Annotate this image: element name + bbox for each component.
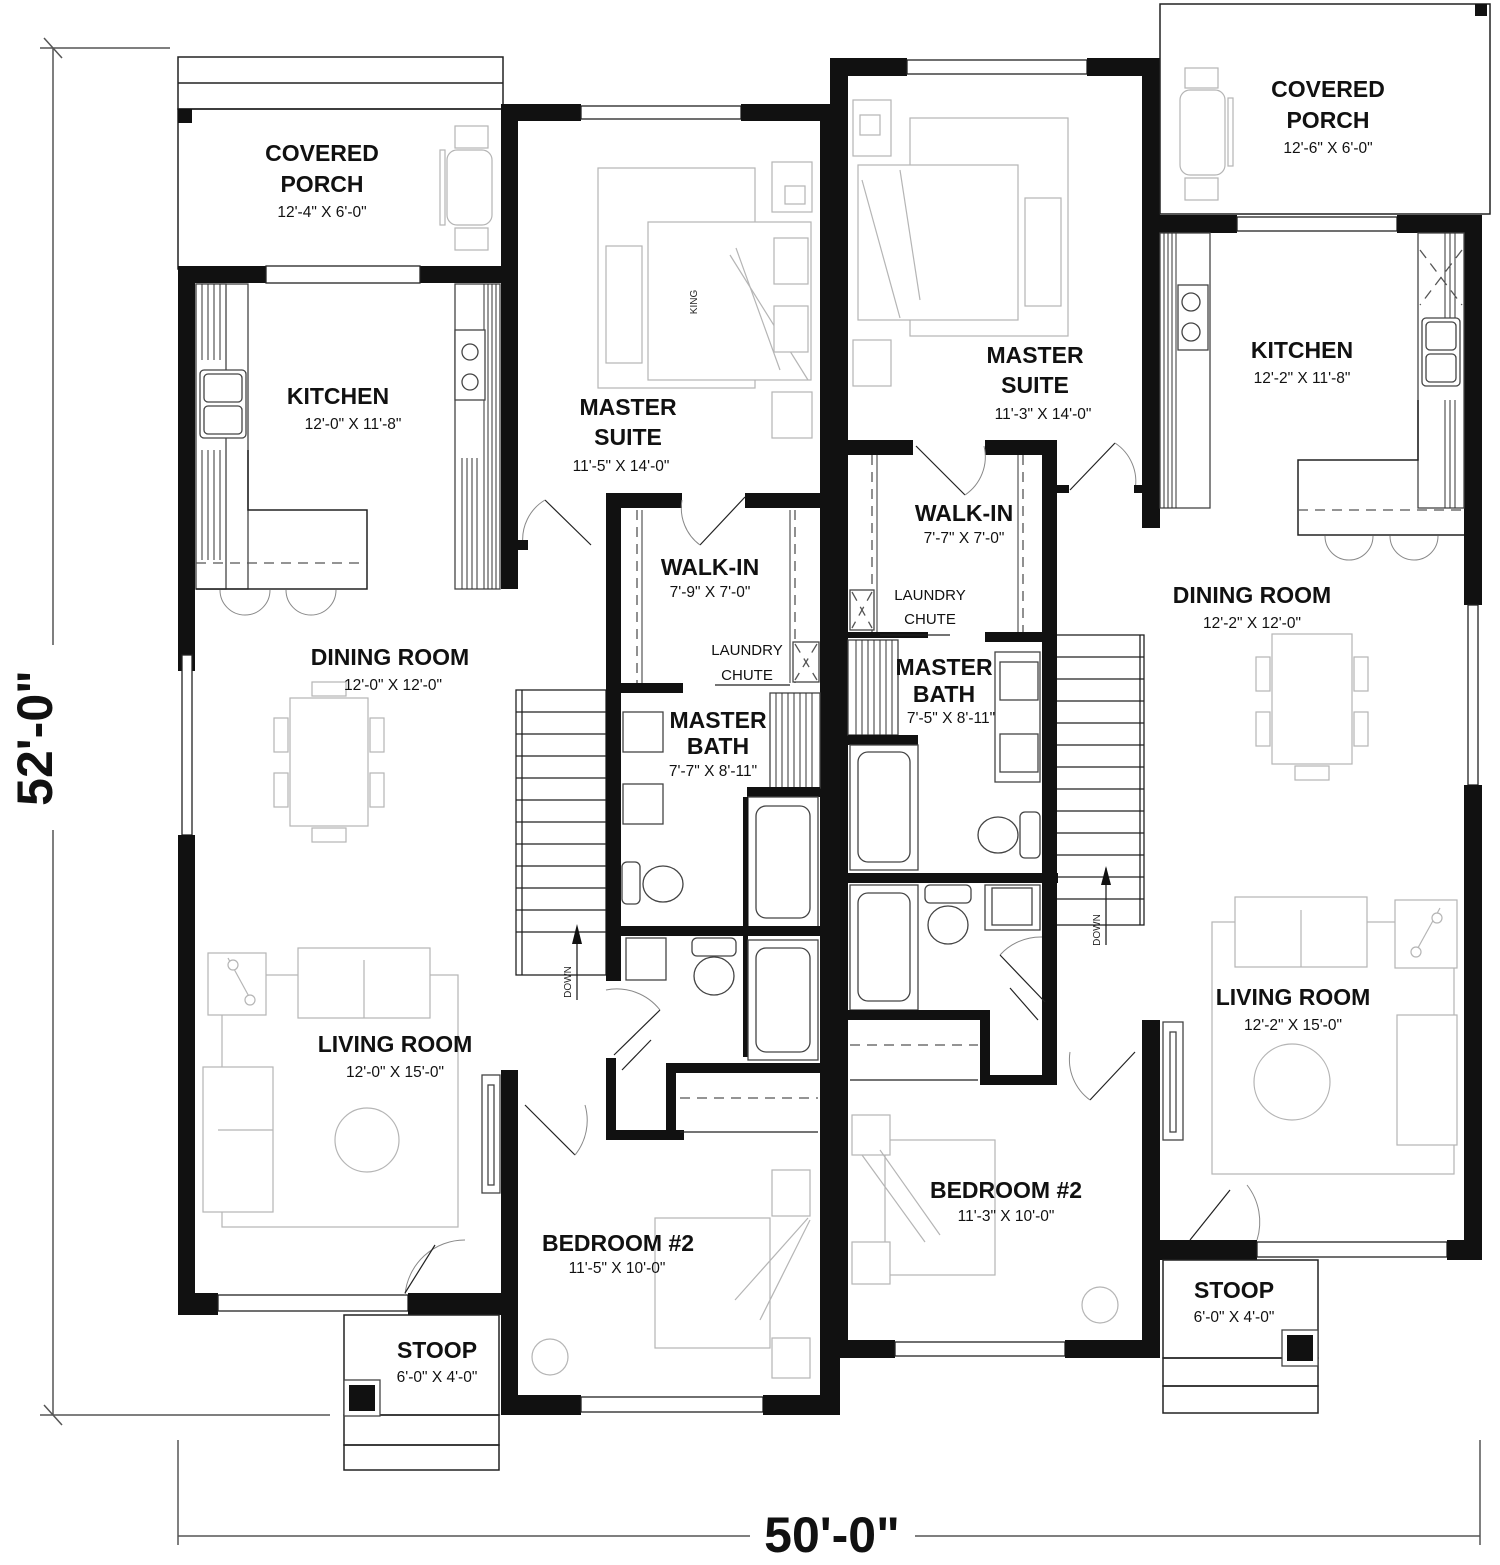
right-covered-porch-dims: 12'-6" X 6'-0"	[1283, 140, 1372, 157]
left-kitchen-name: KITCHEN	[287, 383, 389, 409]
right-stoop-dims: 6'-0" X 4'-0"	[1194, 1309, 1275, 1326]
left-covered-porch-dims: 12'-4" X 6'-0"	[277, 204, 366, 221]
left-kitchen-dims: 12'-0" X 11'-8"	[305, 416, 402, 433]
right-covered-porch-name-2: PORCH	[1286, 107, 1369, 133]
left-walk-in-dims: 7'-9" X 7'-0"	[670, 584, 751, 601]
left-laundry-chute-1: LAUNDRY	[711, 642, 782, 659]
left-dining-dims: 12'-0" X 12'-0"	[344, 677, 442, 694]
left-stairs	[515, 689, 607, 1000]
right-stair-down-label: DOWN	[1092, 914, 1103, 946]
right-walk-in-dims: 7'-7" X 7'-0"	[924, 530, 1005, 547]
overall-depth-label: 52'-0"	[7, 670, 63, 806]
left-covered-porch-name-1: COVERED	[265, 140, 379, 166]
right-master-suite-name-1: MASTER	[986, 342, 1084, 368]
left-unit-labels: COVERED PORCH 12'-4" X 6'-0" KITCHEN 12'…	[265, 140, 783, 1386]
left-master-suite-name-2: SUITE	[594, 424, 662, 450]
right-master-suite-dims: 11'-3" X 14'-0"	[995, 406, 1092, 423]
left-bed-king-label: KING	[689, 290, 700, 315]
left-dining-name: DINING ROOM	[311, 644, 469, 670]
right-stairs	[1051, 634, 1145, 945]
right-bedroom-2-name: BEDROOM #2	[930, 1177, 1082, 1203]
left-master-bath-name-1: MASTER	[669, 707, 767, 733]
left-master-bath-dims: 7'-7" X 8'-11"	[669, 763, 757, 780]
left-unit: DOWN	[177, 56, 841, 1471]
right-kitchen-name: KITCHEN	[1251, 337, 1353, 363]
right-dining-name: DINING ROOM	[1173, 582, 1331, 608]
right-unit-labels: COVERED PORCH 12'-6" X 6'-0" KITCHEN 12'…	[894, 76, 1385, 1326]
right-unit: DOWN	[830, 3, 1491, 1414]
overall-width-label: 50'-0"	[764, 1507, 900, 1563]
left-stoop-name: STOOP	[397, 1337, 477, 1363]
right-master-bath-dims: 7'-5" X 8'-11"	[907, 710, 995, 727]
left-stoop-dims: 6'-0" X 4'-0"	[397, 1369, 478, 1386]
left-laundry-chute-2: CHUTE	[721, 667, 773, 684]
left-living-dims: 12'-0" X 15'-0"	[346, 1064, 444, 1081]
left-covered-porch-name-2: PORCH	[280, 171, 363, 197]
right-master-bath-name-1: MASTER	[895, 654, 993, 680]
left-bedroom-2-dims: 11'-5" X 10'-0"	[569, 1260, 666, 1277]
left-living-name: LIVING ROOM	[318, 1031, 473, 1057]
right-kitchen-dims: 12'-2" X 11'-8"	[1254, 370, 1351, 387]
right-bedroom-2-dims: 11'-3" X 10'-0"	[958, 1208, 1055, 1225]
right-dining-dims: 12'-2" X 12'-0"	[1203, 615, 1301, 632]
right-covered-porch	[1159, 3, 1491, 215]
dimension-lines	[40, 37, 1481, 1545]
right-laundry-chute-2: CHUTE	[904, 611, 956, 628]
left-stair-down-label: DOWN	[563, 966, 574, 998]
right-master-bath-name-2: BATH	[913, 681, 975, 707]
right-walk-in-name: WALK-IN	[915, 500, 1013, 526]
left-walk-in-name: WALK-IN	[661, 554, 759, 580]
right-stoop-name: STOOP	[1194, 1277, 1274, 1303]
right-master-suite-name-2: SUITE	[1001, 372, 1069, 398]
right-laundry-chute-1: LAUNDRY	[894, 587, 965, 604]
right-living-name: LIVING ROOM	[1216, 984, 1371, 1010]
right-covered-porch-name-1: COVERED	[1271, 76, 1385, 102]
left-master-bath-name-2: BATH	[687, 733, 749, 759]
left-master-suite-name-1: MASTER	[579, 394, 677, 420]
right-living-dims: 12'-2" X 15'-0"	[1244, 1017, 1342, 1034]
left-bedroom-2-name: BEDROOM #2	[542, 1230, 694, 1256]
left-master-suite-dims: 11'-5" X 14'-0"	[573, 458, 670, 475]
